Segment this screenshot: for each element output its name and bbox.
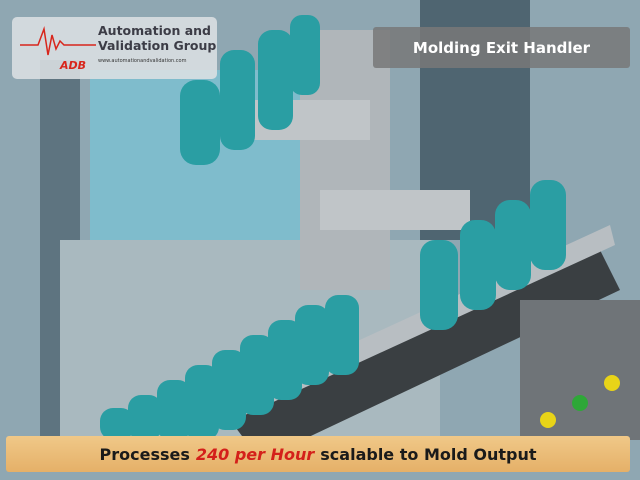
caption-before: Processes xyxy=(99,444,190,464)
logo-text-block: Automation and Validation Group www.auto… xyxy=(98,23,217,65)
logo-url: www.automationandvalidation.com xyxy=(98,58,187,64)
caption-after: scalable to Mold Output xyxy=(320,444,537,464)
video-title-overlay: Molding Exit Handler xyxy=(373,27,630,68)
caption-bar: Processes 240 per Hour scalable to Mold … xyxy=(6,436,630,472)
company-logo: ADB Automation and Validation Group www.… xyxy=(12,17,217,79)
waveform-icon xyxy=(20,26,96,56)
logo-line1: Automation and xyxy=(98,23,211,38)
logo-line2: Validation Group xyxy=(98,38,217,53)
logo-brand: ADB xyxy=(60,59,87,72)
caption-highlight: 240 per Hour xyxy=(195,444,315,464)
